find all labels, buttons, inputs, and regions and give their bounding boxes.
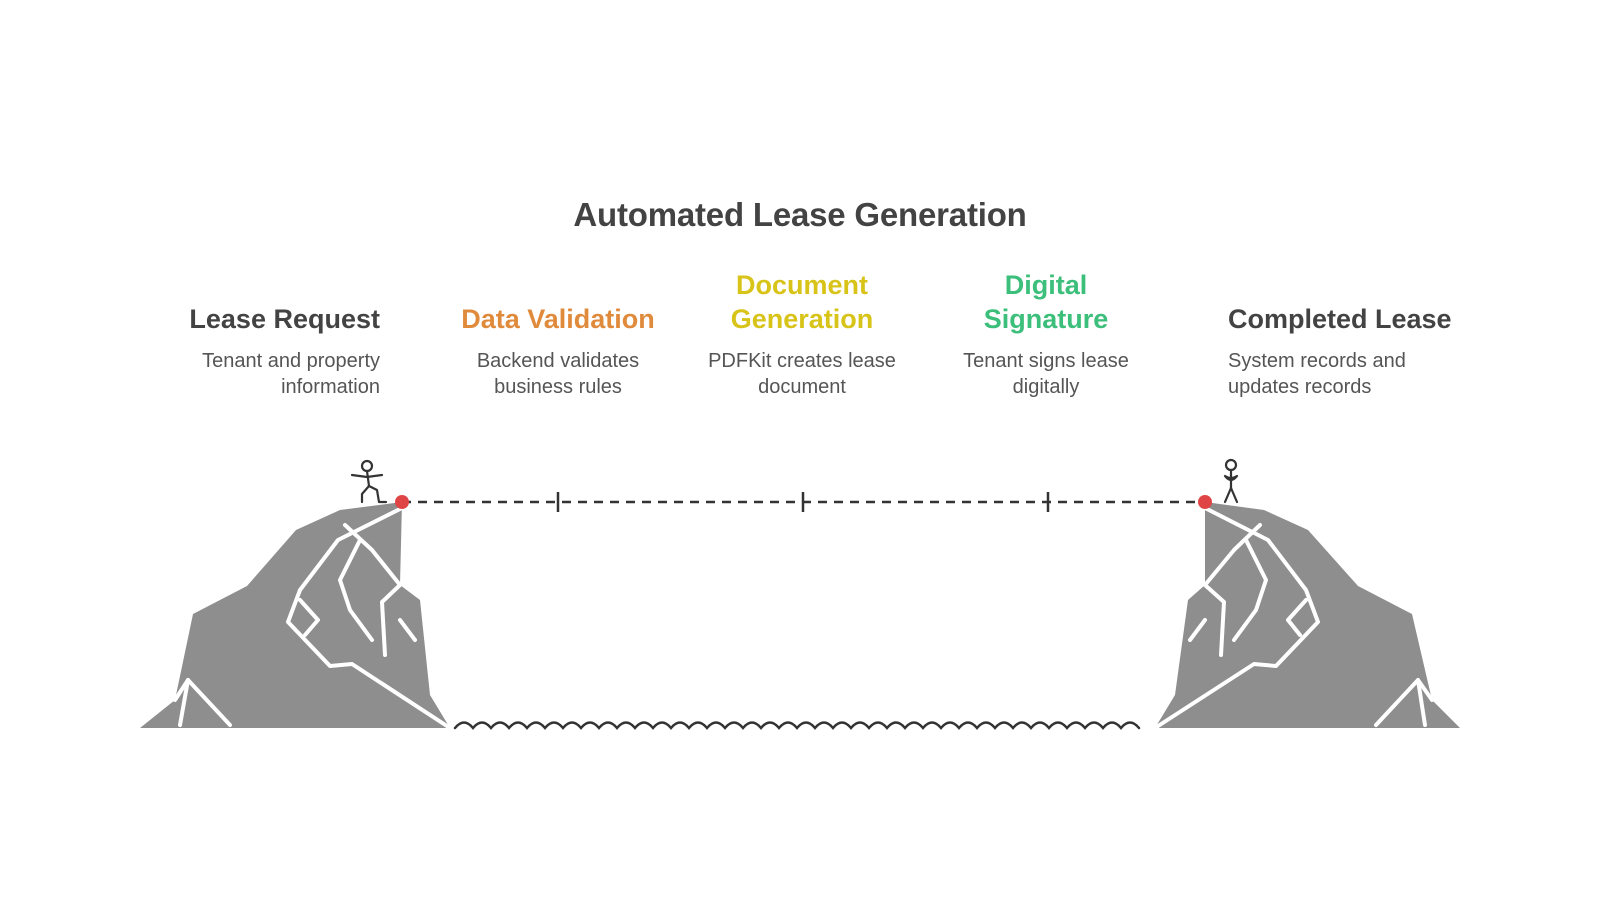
step-digital-signature: Digital Signature Tenant signs lease dig… — [926, 268, 1166, 400]
step-completed-lease: Completed Lease System records and updat… — [1228, 302, 1488, 400]
step-description: Tenant and property information — [202, 350, 380, 398]
start-endpoint-dot — [395, 495, 409, 509]
step-title: Lease Request — [189, 304, 380, 334]
water-waves — [453, 721, 1141, 730]
step-title: Data Validation — [461, 304, 655, 334]
step-lease-request: Lease Request Tenant and property inform… — [140, 302, 380, 400]
step-description: Backend validates business rules — [476, 350, 640, 398]
step-title: Digital Signature — [983, 270, 1109, 334]
diagram-title: Automated Lease Generation — [573, 196, 1027, 233]
step-title: Completed Lease — [1228, 304, 1452, 334]
step-description: PDFKit creates lease document — [708, 350, 896, 398]
left-cliff — [140, 502, 452, 730]
walking-person-icon — [350, 459, 388, 504]
step-document-generation: Document Generation PDFKit creates lease… — [682, 268, 922, 400]
step-data-validation: Data Validation Backend validates busine… — [438, 302, 678, 400]
step-description: System records and updates records — [1228, 350, 1406, 398]
step-title: Document Generation — [730, 270, 874, 334]
standing-person-icon — [1223, 458, 1239, 504]
end-endpoint-dot — [1198, 495, 1212, 509]
step-description: Tenant signs lease digitally — [963, 350, 1129, 398]
right-cliff — [1153, 502, 1460, 730]
